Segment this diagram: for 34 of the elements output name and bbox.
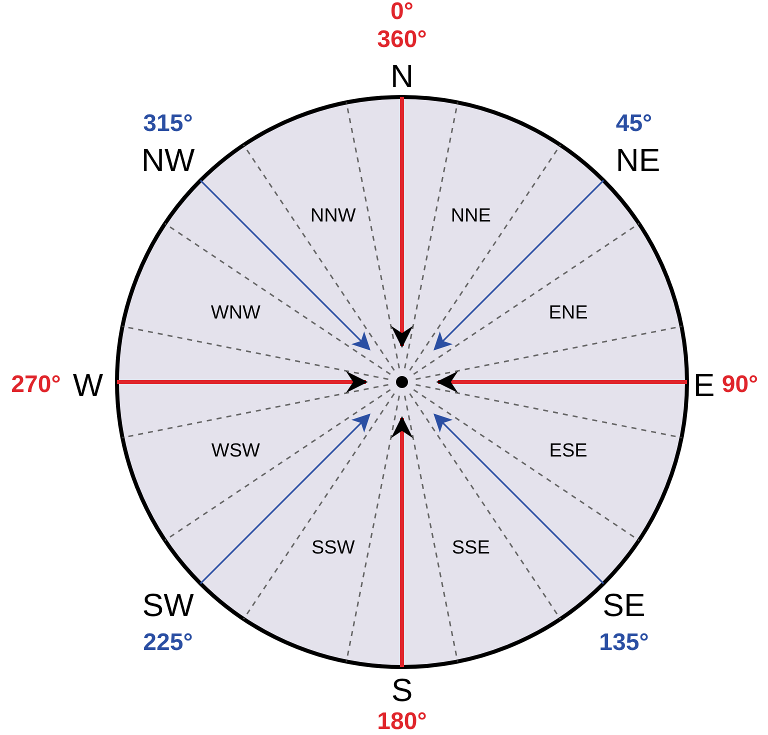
center-dot xyxy=(396,376,408,388)
degree-label: 0° xyxy=(390,0,414,24)
arrow xyxy=(391,97,413,348)
arrow xyxy=(200,180,371,351)
direction-label: SSE xyxy=(452,538,490,558)
degree-label: 90° xyxy=(722,373,758,397)
direction-label: SSW xyxy=(311,538,355,558)
direction-label: S xyxy=(391,674,413,706)
direction-label: SE xyxy=(602,589,646,621)
degree-label: 315° xyxy=(143,112,193,136)
direction-label: WNW xyxy=(210,304,260,323)
direction-label: W xyxy=(72,369,104,401)
degree-label: 360° xyxy=(377,28,427,52)
arrow xyxy=(433,180,604,351)
degree-label: 135° xyxy=(599,631,649,655)
direction-label: NNE xyxy=(450,206,491,226)
direction-label: NW xyxy=(141,144,195,176)
arrow xyxy=(433,413,604,584)
degree-label: 180° xyxy=(377,710,427,734)
arrow xyxy=(391,416,413,667)
degree-label: 270° xyxy=(11,373,61,397)
arrow xyxy=(117,371,368,393)
arrow xyxy=(436,371,687,393)
direction-label: E xyxy=(693,369,715,401)
direction-label: NE xyxy=(616,144,660,176)
direction-label: WSW xyxy=(211,441,260,460)
direction-label: NNW xyxy=(310,206,356,226)
degree-label: 45° xyxy=(616,112,652,136)
direction-label: SW xyxy=(142,589,194,621)
degree-label: 225° xyxy=(143,631,193,655)
direction-label: ENE xyxy=(548,304,588,323)
direction-label: ESE xyxy=(549,441,588,460)
arrow xyxy=(200,413,371,584)
direction-label: N xyxy=(390,60,414,92)
